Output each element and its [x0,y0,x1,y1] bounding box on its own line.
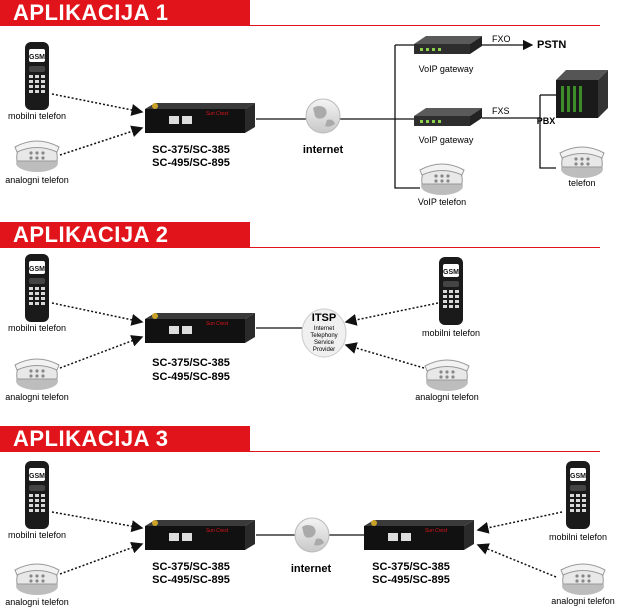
device-label: mobilni telefon [549,532,607,542]
fxo-label: FXO [492,34,511,44]
section-title-1: APLIKACIJA 1 [0,0,250,26]
gsm-phone-icon [25,42,49,110]
gsm-phone-icon [25,461,49,529]
model-label: SC-495/SC-895 [152,371,230,383]
link-dotted [476,543,557,578]
model-label: SC-495/SC-895 [152,157,230,169]
model-label: SC-495/SC-895 [152,574,230,586]
model-label: SC-375/SC-385 [152,144,230,156]
section-3-diagram: mobilni telefon analogni telefon SC-375/… [5,461,615,607]
section-rule-2 [0,247,600,248]
analog-phone-icon [14,140,60,173]
model-label: SC-375/SC-385 [372,561,450,573]
internet-globe-icon [305,98,341,134]
itsp-desc: Service [314,340,335,346]
section-2-diagram: mobilni telefon analogni telefon SC-375/… [5,254,480,402]
section-title-2: APLIKACIJA 2 [0,222,250,248]
phone-label: telefon [568,178,595,188]
device-label: analogni telefon [5,392,69,402]
sc-gateway-device [364,520,474,550]
gsm-phone-icon [566,461,590,529]
internet-label: internet [291,563,332,575]
model-label: SC-495/SC-895 [372,574,450,586]
link-dotted [51,93,144,116]
internet-label: internet [303,144,344,156]
link-dotted [344,302,439,326]
device-label: mobilni telefon [422,328,480,338]
voip-gateway-icon [414,36,482,54]
internet-globe-icon [294,517,330,553]
link-dotted [59,541,144,575]
sc-gateway-device [145,313,255,343]
analog-phone-icon [560,563,606,596]
analog-phone-icon [14,358,60,391]
model-label: SC-375/SC-385 [152,561,230,573]
section-1-diagram: mobilni telefon analogni telefon SC-375/… [5,34,608,207]
device-label: analogni telefon [5,597,69,607]
link-dotted [51,511,144,533]
pstn-label: PSTN [537,39,566,51]
device-label: analogni telefon [551,596,615,606]
device-label: mobilni telefon [8,323,66,333]
gateway-label: VoIP gateway [419,64,474,74]
section-rule-1 [0,25,600,26]
pbx-icon [556,70,608,118]
gsm-phone-icon [439,257,463,325]
link-dotted [59,335,144,369]
link-dotted [59,125,144,156]
link-dotted [344,342,425,369]
link-solid [394,45,420,189]
analog-phone-icon [424,359,470,392]
device-label: mobilni telefon [8,530,66,540]
itsp-label: ITSP [312,312,336,324]
pbx-label: PBX [537,116,556,126]
sc-gateway-device [145,520,255,550]
fxs-label: FXS [492,106,510,116]
gateway-label: VoIP gateway [419,135,474,145]
device-label: mobilni telefon [8,111,66,121]
gsm-phone-icon [25,254,49,322]
analog-phone-icon [559,146,605,179]
itsp-cloud-icon [301,308,347,358]
analog-phone-icon [14,563,60,596]
voip-phone-icon [419,163,465,196]
device-label: analogni telefon [415,392,479,402]
section-title-3: APLIKACIJA 3 [0,426,250,452]
section-rule-3 [0,451,600,452]
model-label: SC-375/SC-385 [152,357,230,369]
link-dotted [51,302,144,326]
sc-gateway-device [145,103,255,133]
device-label: analogni telefon [5,175,69,185]
voip-phone-label: VoIP telefon [418,197,466,207]
itsp-desc: Telephony [310,333,337,339]
itsp-desc: Internet [314,326,335,332]
itsp-desc: Provider [313,347,335,353]
link-dotted [476,511,563,534]
voip-gateway-icon [414,108,482,126]
